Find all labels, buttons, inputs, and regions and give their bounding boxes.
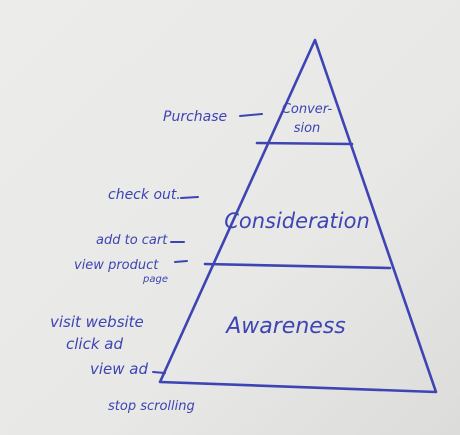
action-label-view-ad: view ad	[90, 360, 149, 378]
action-label-view-product-page: page	[142, 274, 168, 285]
connector-check-out	[180, 196, 199, 199]
tier-label-awareness: Awareness	[224, 314, 346, 339]
action-label-visit-website: visit website	[50, 313, 144, 331]
connector-awareness	[152, 371, 166, 374]
tier-divider-bottom	[203, 262, 392, 270]
action-label-view-product: view product	[74, 258, 159, 273]
connector-purchase	[239, 113, 263, 117]
tier-label-conversion-line1: Conver-	[282, 102, 333, 117]
tier-label-consideration: Consideration	[224, 209, 370, 233]
tier-label-conversion-line2: sion	[294, 121, 321, 136]
action-label-click-ad: click ad	[66, 335, 123, 353]
connector-view-product	[174, 260, 188, 263]
action-label-check-out: check out.	[108, 187, 181, 203]
action-label-stop-scrolling: stop scrolling	[108, 399, 195, 414]
action-label-purchase: Purchase	[163, 109, 227, 125]
pyramid-outline	[158, 38, 438, 394]
tier-divider-top	[255, 141, 354, 146]
action-label-add-to-cart: add to cart	[96, 233, 168, 248]
